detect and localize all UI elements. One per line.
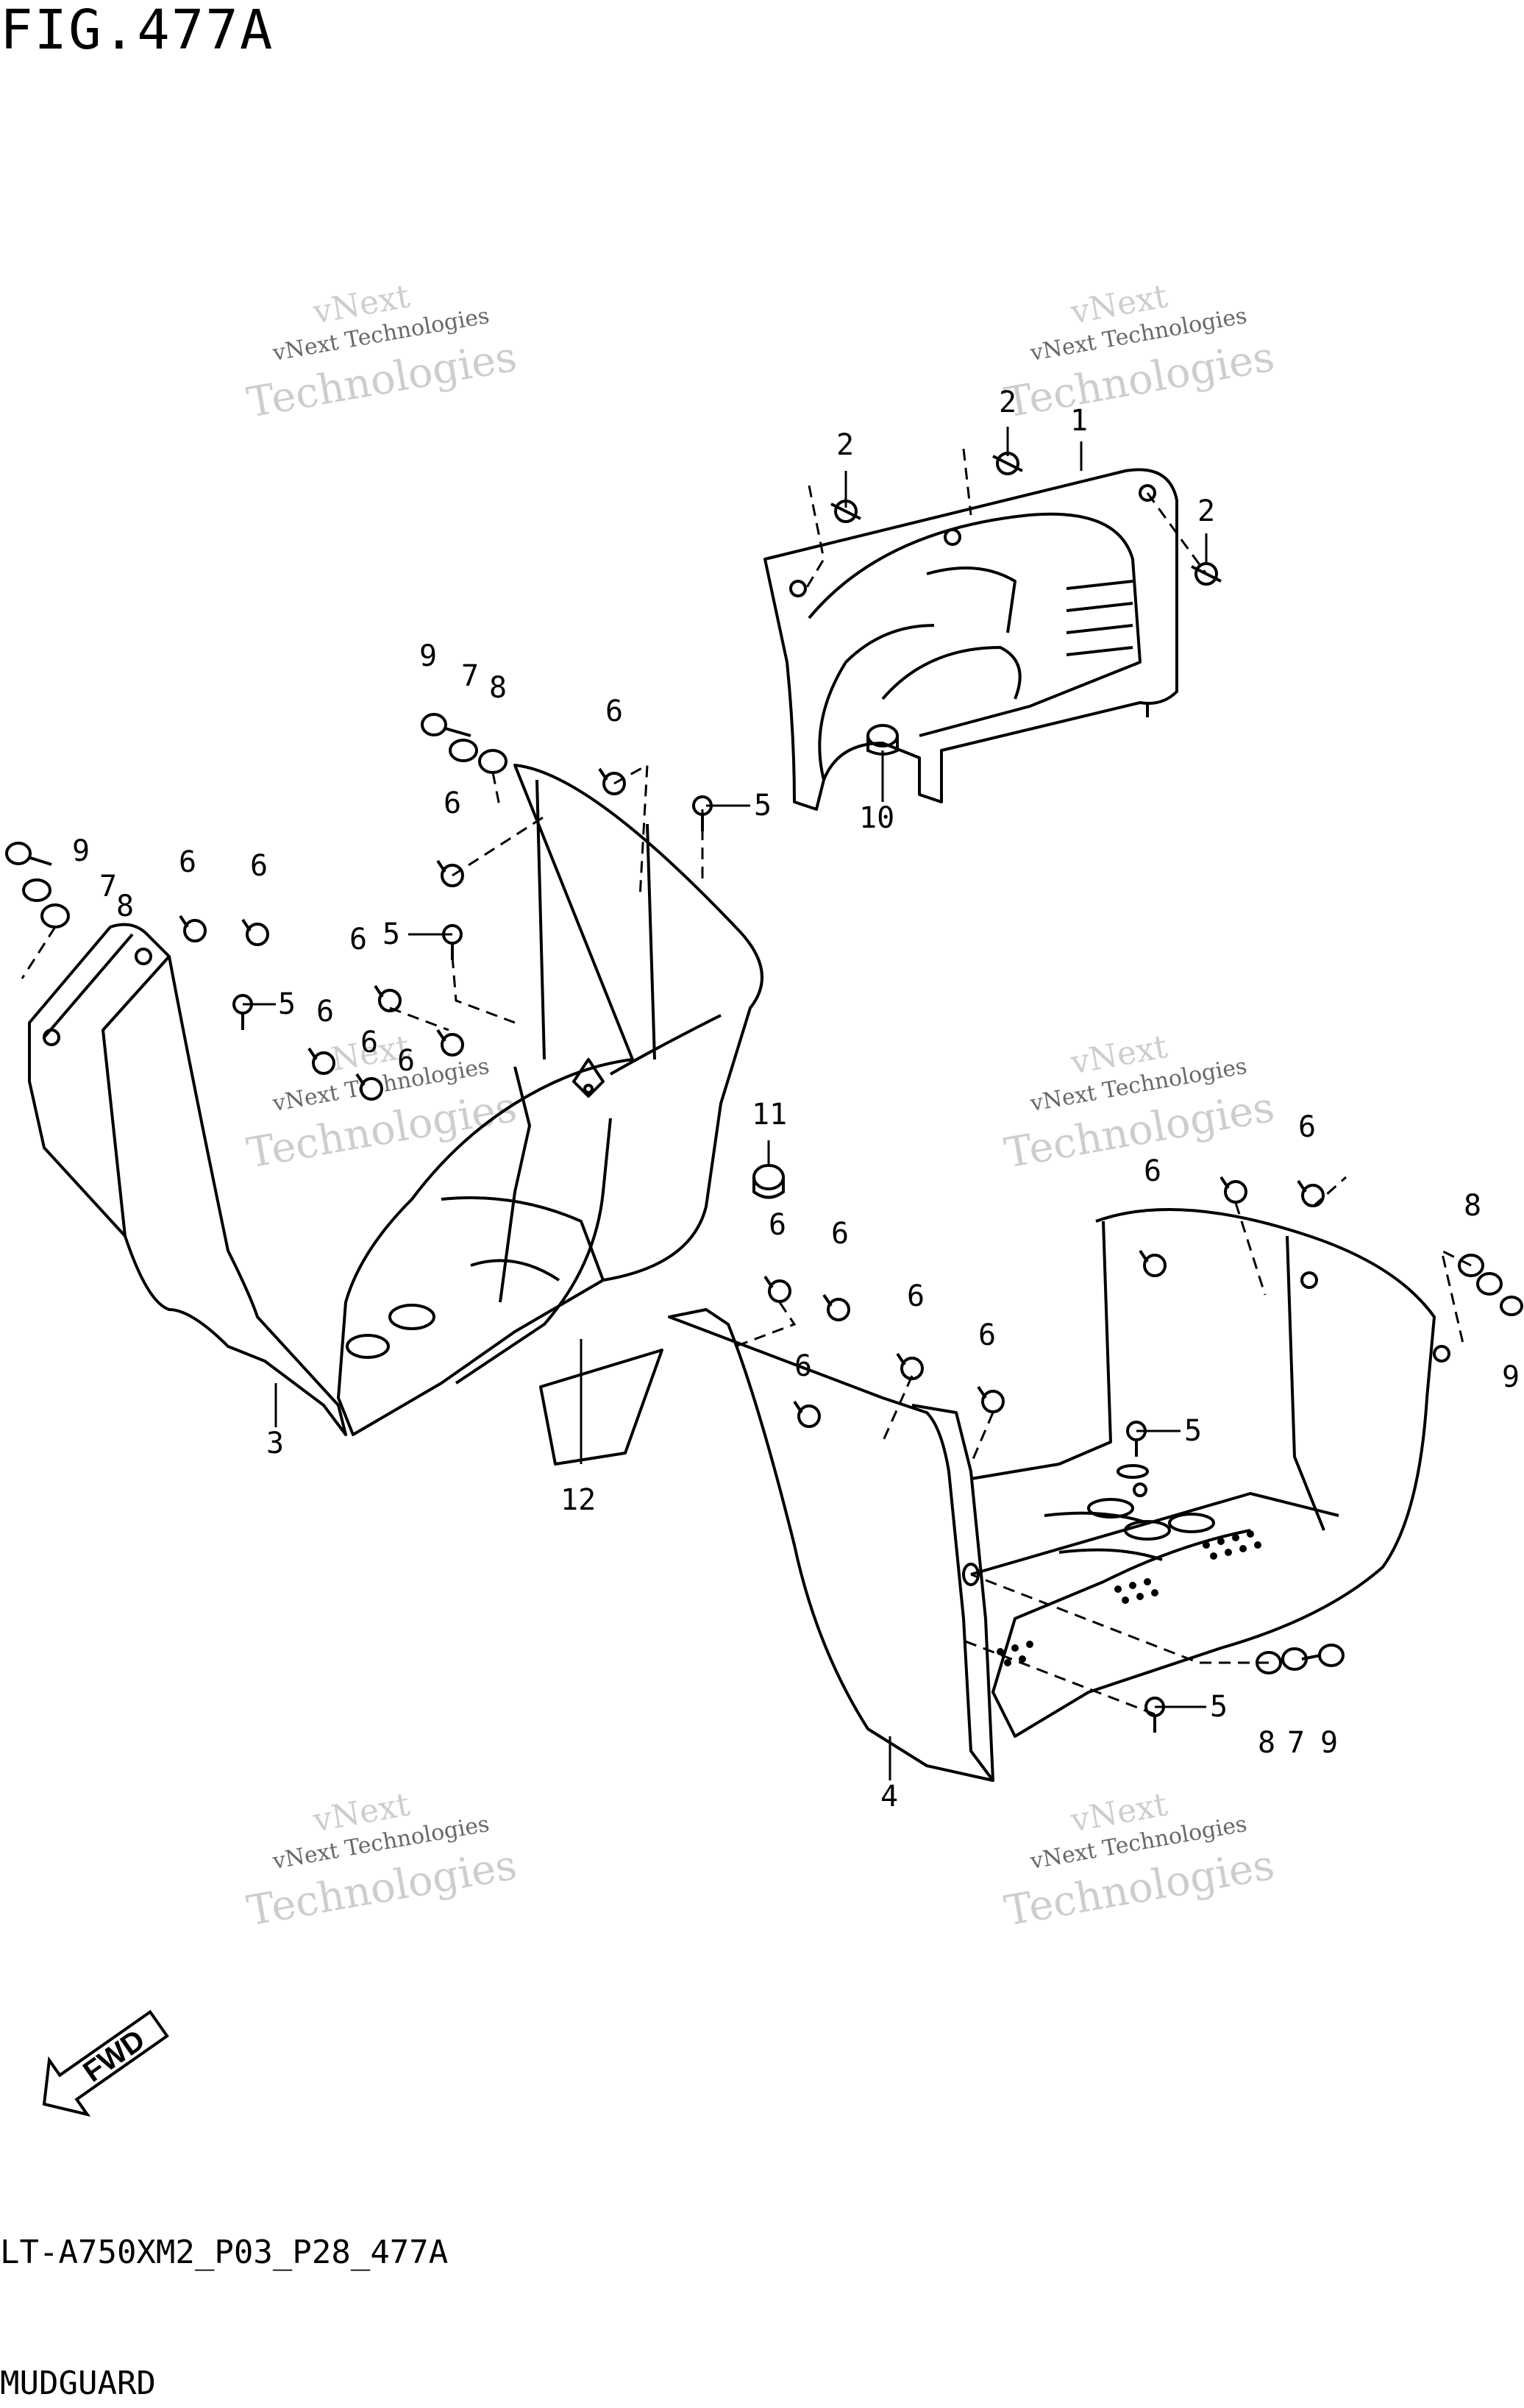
clip-6-icon: [374, 984, 402, 1012]
callout-6: 6: [605, 695, 623, 728]
callout-6: 6: [349, 923, 367, 956]
callout-9: 9: [419, 639, 437, 673]
clip-6-icon: [355, 1073, 383, 1101]
part-3-mudguard-left: [28, 764, 763, 1436]
screw-2-icon: [992, 452, 1023, 475]
figure-title: FIG.477A: [0, 0, 274, 62]
callout-6: 6: [360, 1026, 378, 1059]
washer-9-icon: [421, 713, 471, 737]
clip-6-icon: [307, 1047, 335, 1075]
callout-6: 6: [978, 1318, 996, 1352]
callout-6: 6: [1144, 1154, 1161, 1188]
clip-6-icon: [179, 914, 207, 942]
hole-pattern: [997, 1530, 1261, 1666]
callout-6: 6: [907, 1279, 925, 1313]
callout-6: 6: [444, 786, 461, 820]
callout-6: 6: [769, 1208, 786, 1242]
callout-2: 2: [999, 386, 1016, 419]
screw-5-icon: [1126, 1421, 1147, 1457]
watermark-bottom-left: vNext vNext Technologies Technologies: [243, 1786, 520, 1936]
clip-6-icon: [763, 1275, 791, 1303]
clip-6-icon: [436, 859, 464, 887]
collar-8-icon: [478, 749, 508, 774]
callout-labels: 1 2 2 2 3 4 5 5 5 5 5 6 6 6 6 6 6 6 6 6 …: [72, 386, 1520, 1814]
callout-8: 8: [1258, 1726, 1275, 1760]
callout-7: 7: [461, 659, 479, 693]
part-4-mudguard-right: [668, 1208, 1450, 1782]
callout-9: 9: [72, 834, 90, 868]
callout-6: 6: [316, 995, 334, 1029]
clip-6-icon: [241, 918, 269, 946]
part-1-panel: [763, 468, 1178, 811]
watermark-mid-right: vNext vNext Technologies Technologies: [1001, 1028, 1278, 1178]
screw-5-icon: [1144, 1697, 1165, 1733]
callout-6: 6: [794, 1349, 812, 1383]
washer-9-icon: [5, 842, 52, 866]
callout-3: 3: [266, 1427, 284, 1460]
clip-6-icon: [436, 1029, 464, 1056]
washer-7-icon: [22, 878, 51, 902]
callout-2: 2: [1197, 494, 1215, 528]
callout-2: 2: [836, 428, 854, 462]
washer-7-icon: [1476, 1272, 1503, 1296]
callout-5: 5: [382, 917, 400, 951]
part-12-plate: [539, 1349, 663, 1466]
callout-7: 7: [1287, 1726, 1305, 1760]
section-name: MUDGUARD: [0, 2365, 156, 2402]
callout-8: 8: [1464, 1189, 1481, 1223]
fwd-arrow-icon: FWD: [42, 2009, 169, 2117]
washer-9-icon: [1301, 1644, 1345, 1667]
screw-5-icon: [232, 994, 253, 1030]
screw-5-icon: [442, 924, 463, 960]
clip-6-icon: [896, 1352, 924, 1380]
clip-6-icon: [822, 1293, 850, 1321]
part-11-grommet: [752, 1164, 785, 1199]
callout-6: 6: [1298, 1110, 1316, 1144]
clip-6-icon: [598, 767, 626, 795]
fasteners: [5, 452, 1523, 1733]
collar-8-icon: [40, 903, 70, 928]
clip-6-icon: [1139, 1249, 1167, 1277]
callout-6: 6: [397, 1044, 415, 1078]
watermark-top-left: vNext vNext Technologies Technologies: [243, 277, 520, 427]
washer-9-icon: [1500, 1296, 1523, 1316]
clip-6-icon: [1219, 1176, 1247, 1204]
callout-6: 6: [179, 845, 196, 879]
callout-6: 6: [831, 1217, 849, 1251]
callout-5: 5: [1210, 1690, 1228, 1724]
callout-10: 10: [859, 801, 894, 835]
washer-7-icon: [449, 739, 478, 762]
clip-6-icon: [793, 1400, 821, 1428]
callout-9: 9: [1502, 1360, 1520, 1394]
callout-8: 8: [116, 889, 134, 923]
callout-5: 5: [754, 789, 772, 823]
watermark-bottom-right: vNext vNext Technologies Technologies: [1001, 1786, 1278, 1936]
clip-6-icon: [977, 1385, 1005, 1413]
callout-8: 8: [489, 671, 507, 705]
screw-2-icon: [830, 500, 861, 523]
callout-1: 1: [1070, 404, 1088, 438]
callout-12: 12: [560, 1483, 596, 1517]
callout-7: 7: [99, 870, 117, 903]
callout-9: 9: [1320, 1726, 1338, 1760]
watermark-top-right: vNext vNext Technologies Technologies: [1001, 277, 1278, 427]
callout-6: 6: [250, 849, 268, 883]
callout-11: 11: [752, 1098, 787, 1132]
callout-5: 5: [1184, 1414, 1202, 1448]
model-code: LT-A750XM2_P03_P28_477A: [0, 2234, 449, 2271]
callout-4: 4: [880, 1780, 898, 1814]
part-10-clip: [866, 724, 899, 756]
leader-lines: [21, 427, 1472, 1780]
callout-5: 5: [278, 987, 296, 1021]
